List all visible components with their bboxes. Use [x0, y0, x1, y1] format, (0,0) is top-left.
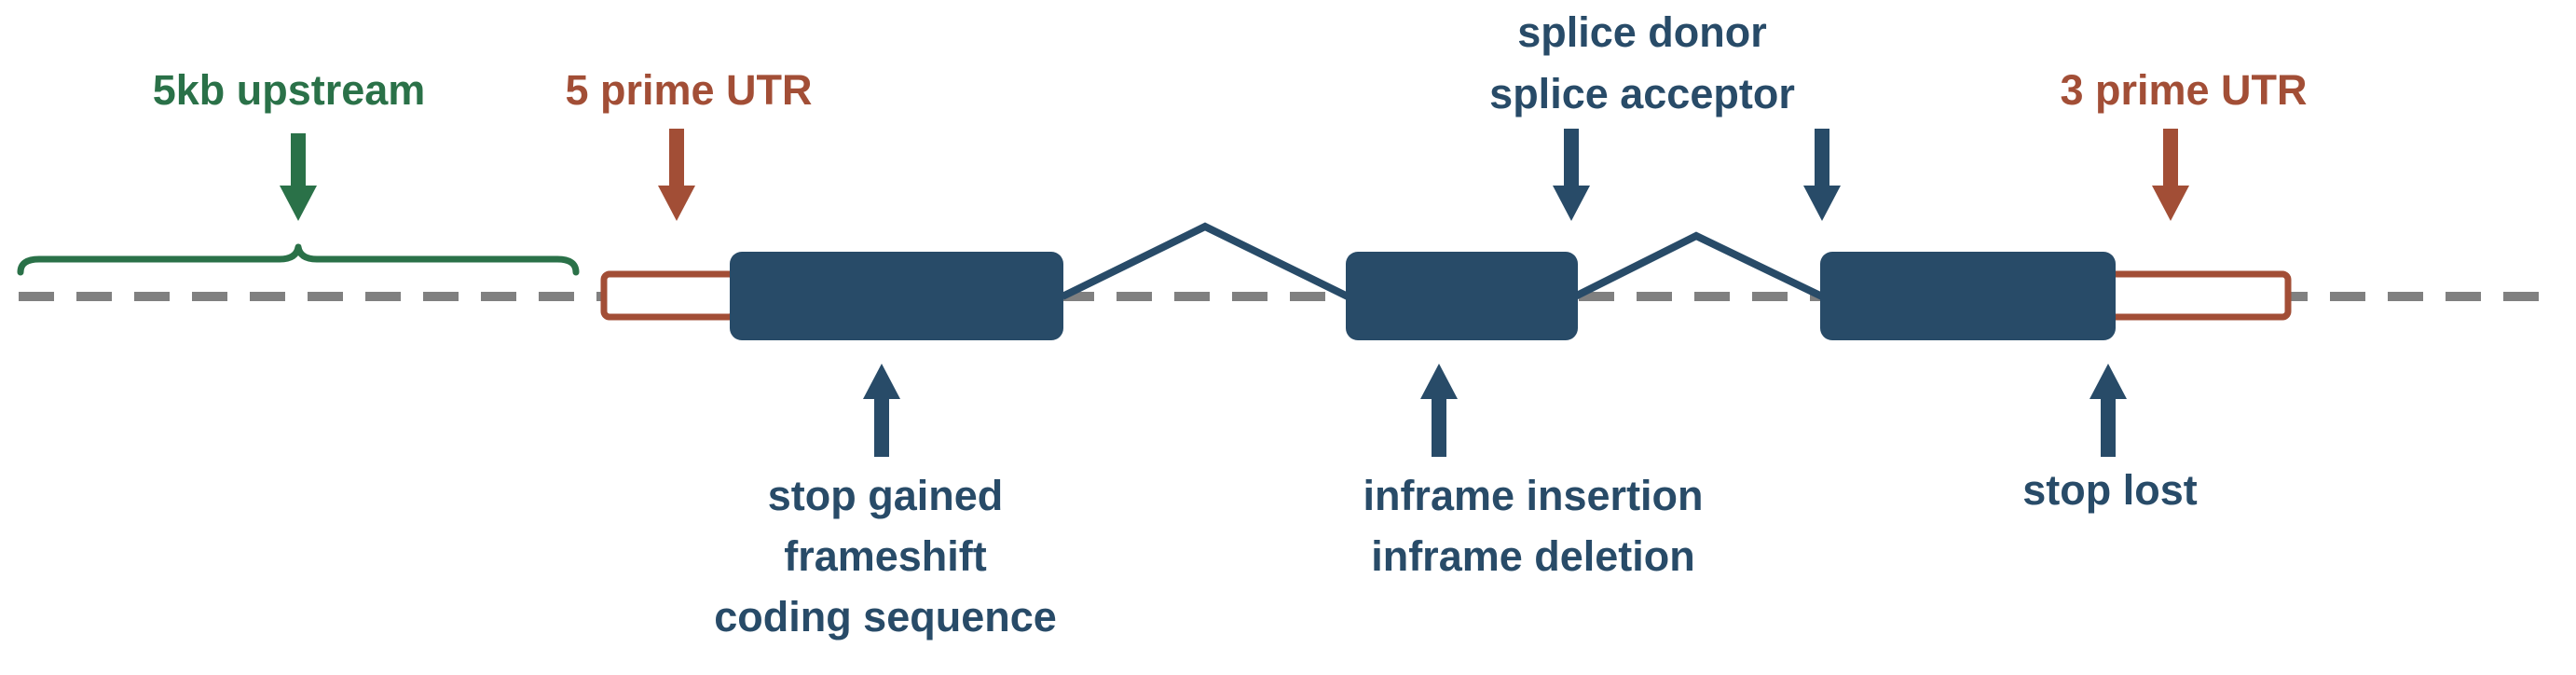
utr3-box [2098, 270, 2292, 321]
arrow-inframe [1420, 364, 1458, 457]
arrow-utr3 [2152, 129, 2189, 221]
label-splice-acceptor: splice acceptor [1489, 70, 1795, 117]
label-stop-gained: stop gained [768, 472, 1004, 519]
label-3-prime-utr: 3 prime UTR [2060, 66, 2307, 114]
exon-1 [730, 252, 1063, 340]
intron-1 [1061, 222, 1350, 300]
label-frameshift: frameshift [784, 532, 987, 580]
label-inframe-deletion: inframe deletion [1371, 532, 1695, 580]
arrow-upstream [280, 133, 317, 221]
exon-3 [1820, 252, 2116, 340]
arrow-stop-lost [2090, 364, 2127, 457]
intron-2 [1573, 231, 1824, 300]
label-5kb-upstream: 5kb upstream [153, 66, 426, 114]
upstream-region-brace [17, 243, 580, 276]
utr5-box [600, 270, 738, 321]
label-5-prime-utr: 5 prime UTR [565, 66, 812, 114]
label-coding-sequence: coding sequence [714, 593, 1057, 641]
label-inframe-insertion: inframe insertion [1363, 472, 1703, 519]
arrow-utr5 [658, 129, 695, 221]
arrow-splice-acceptor [1803, 129, 1841, 221]
exon-2 [1346, 252, 1578, 340]
label-stop-lost: stop lost [2022, 466, 2198, 514]
label-splice-donor: splice donor [1517, 8, 1767, 56]
arrow-coding [863, 364, 900, 457]
arrow-splice-donor [1553, 129, 1590, 221]
